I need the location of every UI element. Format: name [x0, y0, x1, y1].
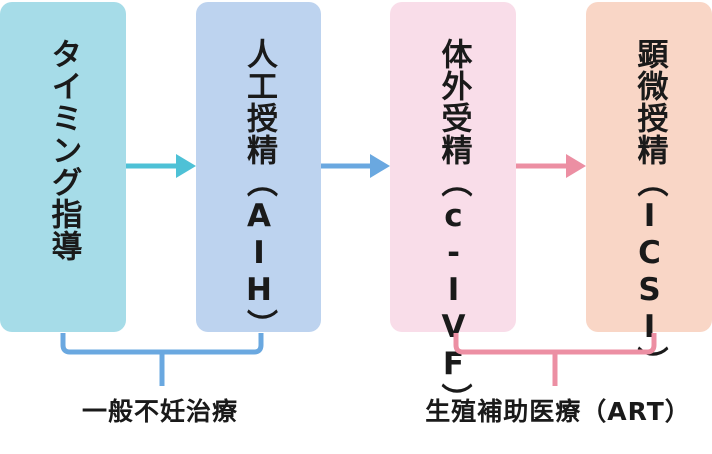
step-icsi: 顕微授精（ICSI）: [586, 2, 712, 378]
step-label: タイミング指導: [45, 38, 82, 262]
group-label-art: 生殖補助医療（ART）: [425, 397, 691, 426]
bracket-general-treatment: [60, 333, 264, 386]
arrow-3: [516, 154, 586, 178]
arrow-2: [321, 154, 390, 178]
bracket-art: [453, 333, 657, 386]
step-timing-guidance: タイミング指導: [0, 2, 126, 332]
arrow-1: [126, 154, 196, 178]
step-label: 人工授精（AIH）: [241, 38, 277, 341]
step-label: 顕微授精（ICSI）: [631, 38, 668, 378]
group-label-general-infertility: 一般不妊治療: [81, 397, 238, 426]
step-artificial-insemination: 人工授精（AIH）: [196, 2, 321, 341]
step-ivf: 体外受精（c-IVF）: [390, 2, 516, 415]
